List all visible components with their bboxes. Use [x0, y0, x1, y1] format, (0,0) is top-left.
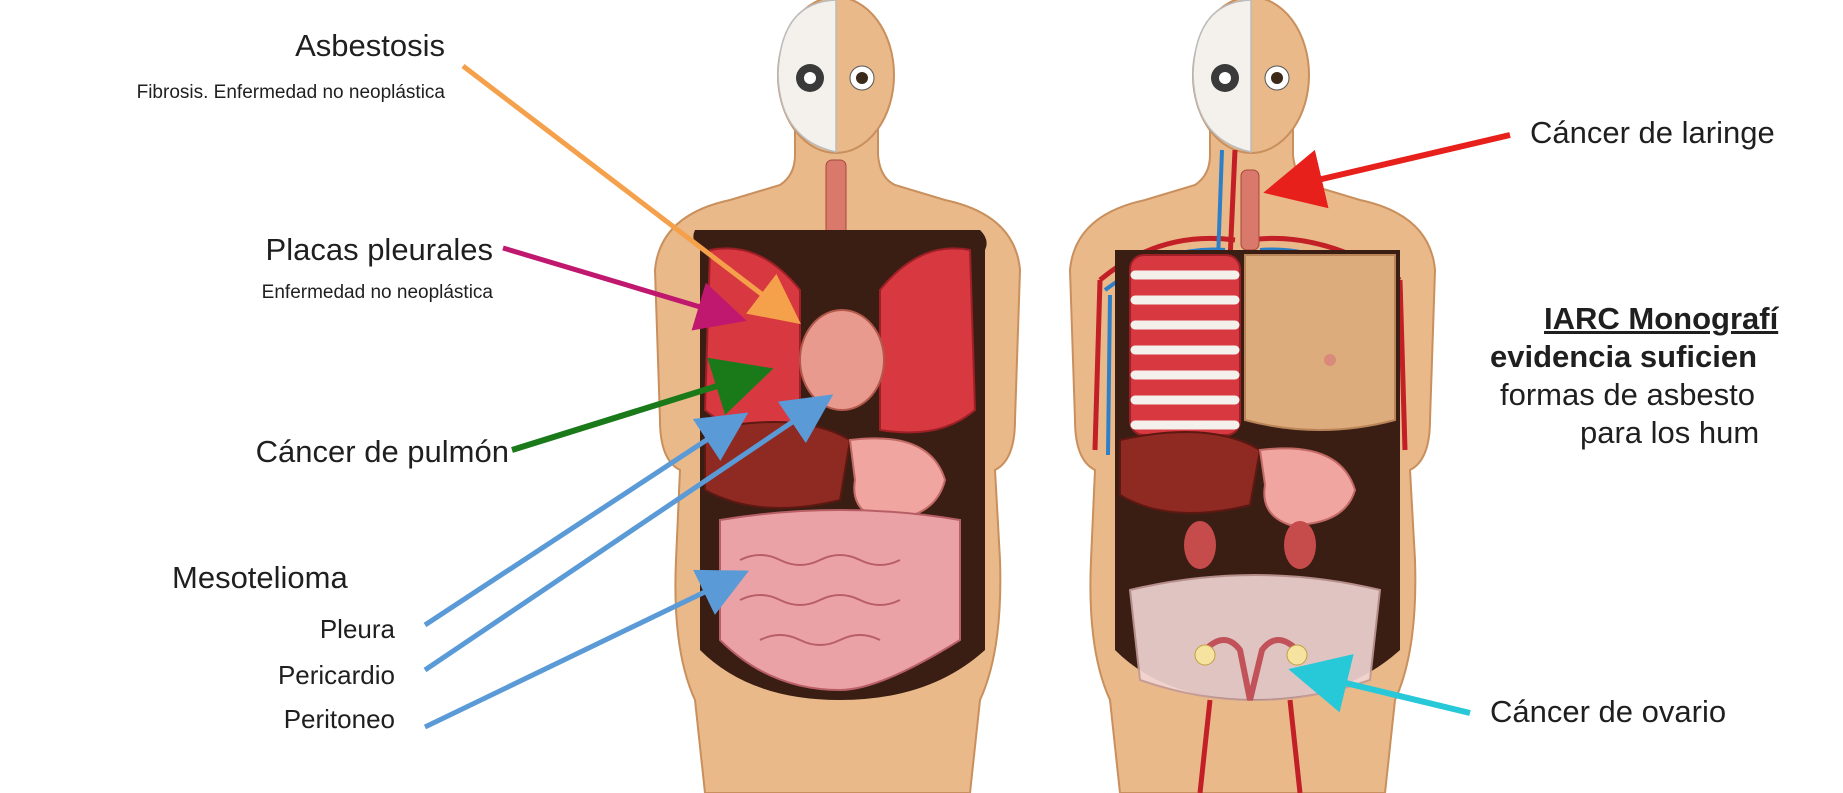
right-liver [1120, 432, 1260, 513]
right-kidney-right [1284, 521, 1316, 569]
label-asbestosis: Asbestosis [295, 28, 445, 64]
right-ovary-right [1287, 645, 1307, 665]
right-nipple [1324, 354, 1336, 366]
right-torso-figure [1070, 0, 1435, 793]
label-placas-pleurales: Placas pleurales [266, 232, 493, 268]
left-eye-pupil [856, 72, 868, 84]
left-eye-skull-shine [804, 72, 816, 84]
label-cancer-ovario: Cáncer de ovario [1490, 694, 1726, 730]
right-ribcage [1130, 255, 1240, 435]
left-torso-figure [655, 0, 1020, 793]
left-lung-left-side [880, 248, 975, 432]
label-cancer-pulmon: Cáncer de pulmón [256, 434, 509, 470]
label-asbestosis-sub: Fibrosis. Enfermedad no neoplástica [137, 82, 445, 104]
iarc-title: IARC Monografí [1490, 300, 1843, 338]
iarc-note: IARC Monografí evidencia suficien formas… [1490, 300, 1843, 452]
right-chest-muscle [1245, 255, 1395, 430]
iarc-line3: formas de asbesto [1490, 376, 1843, 414]
right-ribs [1135, 275, 1235, 425]
right-eye-pupil [1271, 72, 1283, 84]
label-peritoneo: Peritoneo [284, 704, 395, 734]
label-cancer-laringe: Cáncer de laringe [1530, 115, 1775, 151]
left-lung-right-side [705, 248, 800, 432]
iarc-line4: para los hum [1490, 414, 1843, 452]
arrow-cancer-laringe [1275, 135, 1510, 190]
right-trachea [1241, 170, 1259, 250]
left-heart [800, 310, 884, 410]
right-ovary-left [1195, 645, 1215, 665]
iarc-line2: evidencia suficien [1490, 338, 1843, 376]
label-pleura: Pleura [320, 614, 395, 644]
arrow-asbestosis [463, 66, 793, 318]
right-kidney-left [1184, 521, 1216, 569]
label-pericardio: Pericardio [278, 660, 395, 690]
right-eye-skull-shine [1219, 72, 1231, 84]
label-placas-sub: Enfermedad no neoplástica [262, 282, 493, 304]
label-mesotelioma: Mesotelioma [172, 560, 348, 596]
